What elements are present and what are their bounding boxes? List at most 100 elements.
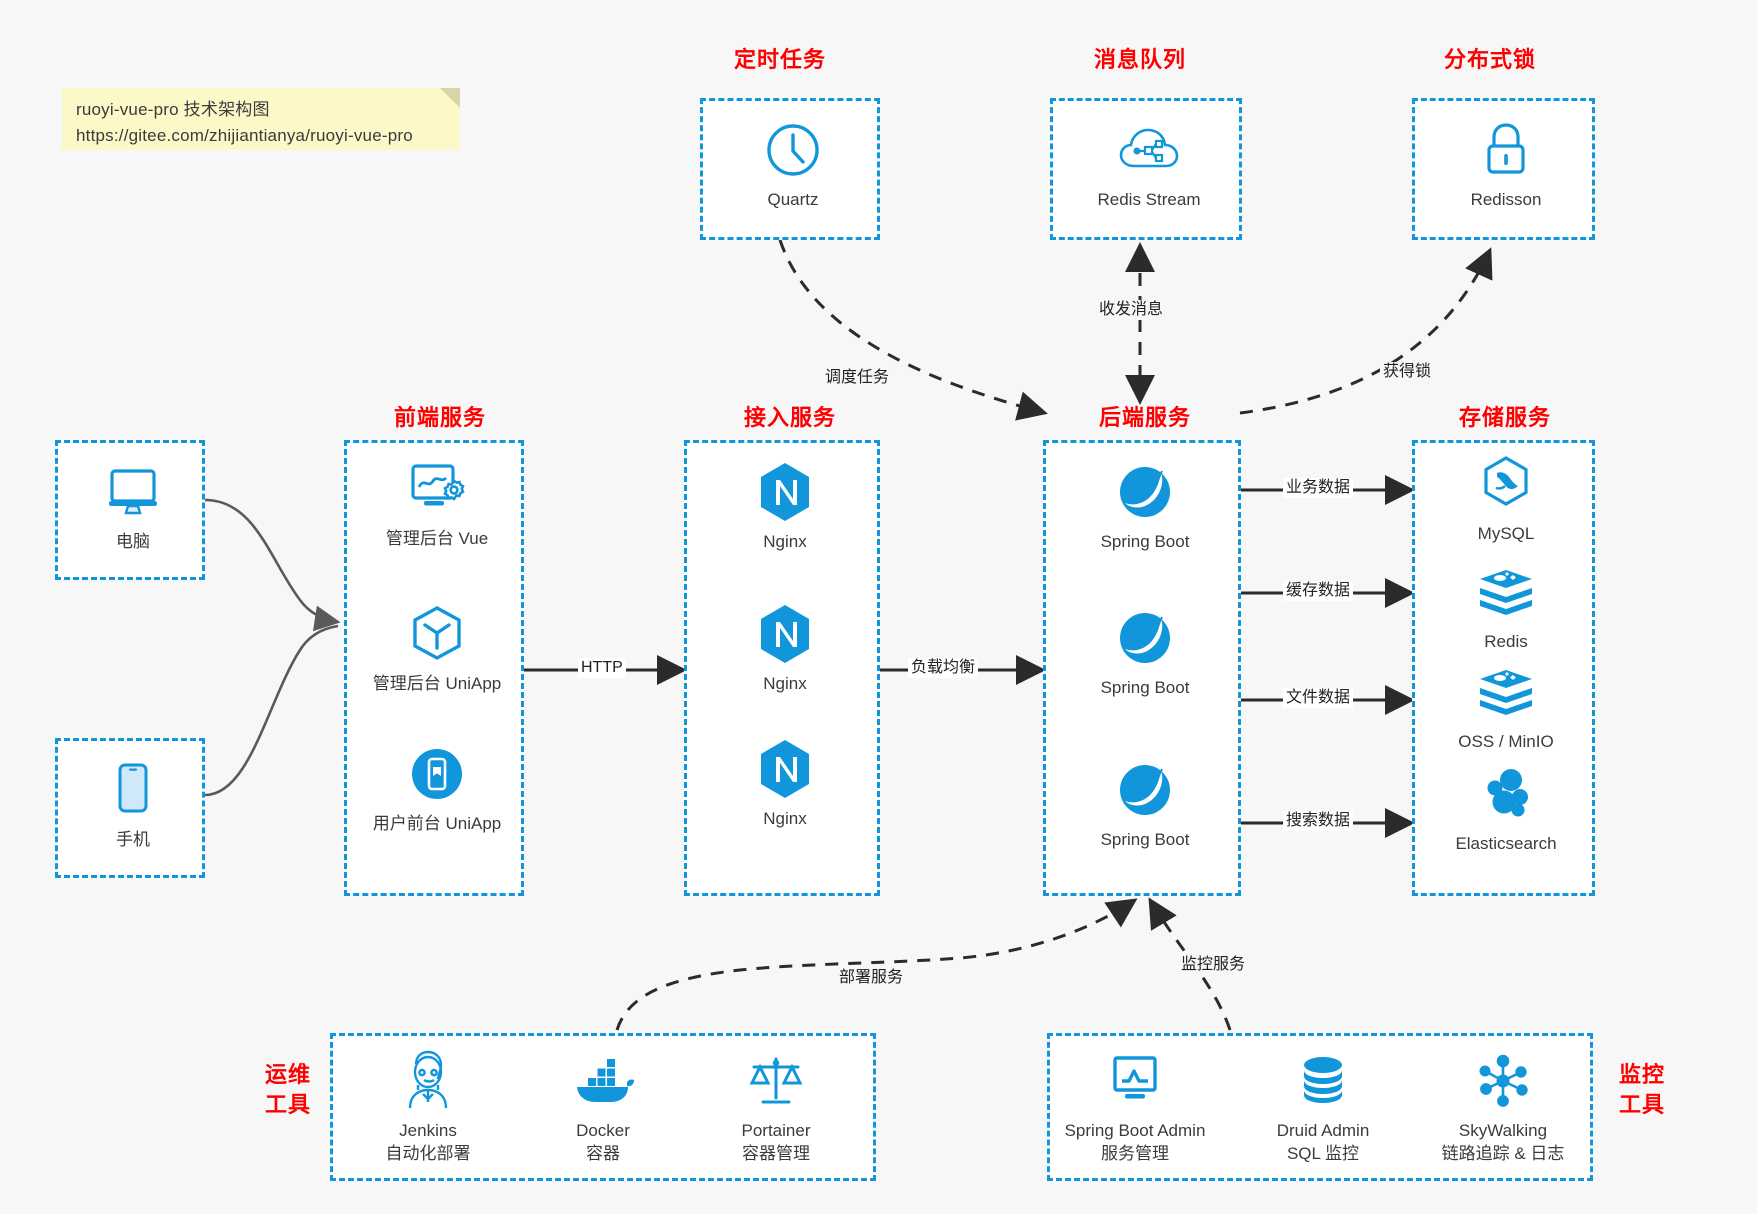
edge-label-send-receive-message: 收发消息 — [1096, 300, 1167, 320]
group-title-frontend: 前端服务 — [393, 405, 486, 430]
edge-label-schedule-task: 调度任务 — [822, 368, 893, 388]
node-label: Redis — [1484, 632, 1528, 651]
clock-icon — [718, 119, 868, 181]
node-admin-uniapp[interactable]: 管理后台 UniApp — [362, 603, 512, 695]
node-label: SkyWalking — [1458, 1121, 1548, 1140]
edge-label-search-data: 搜索数据 — [1283, 811, 1354, 831]
edge-label-deploy-service: 部署服务 — [836, 968, 907, 988]
group-title-distributed-lock: 分布式锁 — [1443, 47, 1536, 72]
node-mysql[interactable]: MySQL — [1431, 453, 1581, 545]
node-label: Nginx — [763, 809, 807, 828]
mobile-icon — [58, 759, 208, 821]
node-redis[interactable]: Redis — [1431, 561, 1581, 653]
node-label: 手机 — [116, 830, 150, 849]
node-spring-boot-2[interactable]: Spring Boot — [1070, 607, 1220, 699]
nginx-icon — [710, 603, 860, 665]
node-oss-minio[interactable]: OSS / MinIO — [1431, 661, 1581, 753]
spring-boot-icon — [1070, 759, 1220, 821]
group-title-devops-line1: 运维 — [264, 1062, 311, 1087]
node-spring-boot-1[interactable]: Spring Boot — [1070, 461, 1220, 553]
edge-deploy-service — [615, 898, 1138, 1031]
cloud-stream-icon — [1074, 119, 1224, 181]
group-box-scheduled-task: Quartz — [700, 98, 880, 240]
node-mobile[interactable]: 手机 — [58, 759, 208, 851]
group-title-monitoring-line2: 工具 — [1618, 1092, 1665, 1117]
node-label: Spring Boot Admin — [1064, 1121, 1206, 1140]
group-box-message-queue: Redis Stream — [1050, 98, 1242, 240]
node-label: Nginx — [763, 674, 807, 693]
node-label: MySQL — [1477, 524, 1535, 543]
group-box-desktop: 电脑 — [55, 440, 205, 580]
group-title-storage: 存储服务 — [1458, 405, 1551, 430]
node-label: Spring Boot — [1100, 830, 1190, 849]
node-docker[interactable]: Docker 容器 — [528, 1050, 678, 1165]
node-sublabel: SQL 监控 — [1286, 1144, 1360, 1163]
scales-icon — [701, 1050, 851, 1112]
spring-boot-icon — [1070, 461, 1220, 523]
edge-mobile-to-frontend — [204, 624, 339, 797]
mysql-icon — [1431, 453, 1581, 515]
group-box-distributed-lock: Redisson — [1412, 98, 1595, 240]
edge-label-file-data: 文件数据 — [1283, 688, 1354, 708]
group-box-frontend: 管理后台 Vue 管理后台 UniApp 用户前台 UniApp — [344, 440, 524, 896]
node-label: Quartz — [767, 190, 819, 209]
edge-label-acquire-lock: 获得锁 — [1380, 362, 1435, 382]
node-nginx-2[interactable]: Nginx — [710, 603, 860, 695]
node-spring-boot-3[interactable]: Spring Boot — [1070, 759, 1220, 851]
node-desktop[interactable]: 电脑 — [58, 461, 208, 553]
group-title-devops-line2: 工具 — [264, 1092, 311, 1117]
jenkins-icon — [353, 1050, 503, 1112]
edge-label-business-data: 业务数据 — [1283, 478, 1354, 498]
node-jenkins[interactable]: Jenkins 自动化部署 — [353, 1050, 503, 1165]
node-label: Jenkins — [399, 1121, 457, 1140]
minio-icon — [1431, 661, 1581, 723]
node-skywalking[interactable]: SkyWalking 链路追踪 & 日志 — [1428, 1050, 1578, 1165]
node-sublabel: 容器 — [586, 1144, 620, 1163]
node-label: Redisson — [1470, 190, 1542, 209]
node-redis-stream[interactable]: Redis Stream — [1074, 119, 1224, 211]
node-admin-vue[interactable]: 管理后台 Vue — [362, 458, 512, 550]
node-label: Spring Boot — [1100, 532, 1190, 551]
node-label: Portainer — [741, 1121, 811, 1140]
database-icon — [1248, 1050, 1398, 1112]
group-title-monitoring-line1: 监控 — [1618, 1062, 1665, 1087]
phone-app-icon — [362, 743, 512, 805]
node-sublabel: 容器管理 — [742, 1144, 810, 1163]
node-druid-admin[interactable]: Druid Admin SQL 监控 — [1248, 1050, 1398, 1165]
group-title-monitoring: 监控 工具 — [1612, 1060, 1672, 1120]
docker-icon — [528, 1050, 678, 1112]
cube-icon — [362, 603, 512, 665]
group-box-storage: MySQL Redis — [1412, 440, 1595, 896]
edge-label-http: HTTP — [578, 658, 626, 678]
spring-boot-icon — [1070, 607, 1220, 669]
node-nginx-3[interactable]: Nginx — [710, 738, 860, 830]
node-label: Docker — [576, 1121, 630, 1140]
node-user-uniapp[interactable]: 用户前台 UniApp — [362, 743, 512, 835]
monitor-chart-icon — [1060, 1050, 1210, 1112]
node-quartz[interactable]: Quartz — [718, 119, 868, 211]
node-spring-boot-admin[interactable]: Spring Boot Admin 服务管理 — [1060, 1050, 1210, 1165]
node-label: Elasticsearch — [1455, 834, 1557, 853]
node-label: Spring Boot — [1100, 678, 1190, 697]
note-line-1: ruoyi-vue-pro 技术架构图 — [76, 100, 270, 119]
lock-icon — [1431, 119, 1581, 181]
group-title-scheduled-task: 定时任务 — [733, 47, 826, 72]
group-box-mobile: 手机 — [55, 738, 205, 878]
node-redisson[interactable]: Redisson — [1431, 119, 1581, 211]
nginx-icon — [710, 738, 860, 800]
node-sublabel: 链路追踪 & 日志 — [1441, 1144, 1565, 1163]
redis-icon — [1431, 561, 1581, 623]
edge-label-cache-data: 缓存数据 — [1283, 581, 1354, 601]
note-fold-icon — [440, 88, 460, 108]
skywalking-icon — [1428, 1050, 1578, 1112]
node-nginx-1[interactable]: Nginx — [710, 461, 860, 553]
admin-dashboard-icon — [362, 458, 512, 520]
node-label: Nginx — [763, 532, 807, 551]
node-portainer[interactable]: Portainer 容器管理 — [701, 1050, 851, 1165]
node-elasticsearch[interactable]: Elasticsearch — [1431, 763, 1581, 855]
note-line-2: https://gitee.com/zhijiantianya/ruoyi-vu… — [76, 126, 413, 145]
group-title-devops: 运维 工具 — [258, 1060, 318, 1120]
node-sublabel: 服务管理 — [1101, 1144, 1169, 1163]
edge-label-load-balance: 负载均衡 — [908, 658, 979, 678]
